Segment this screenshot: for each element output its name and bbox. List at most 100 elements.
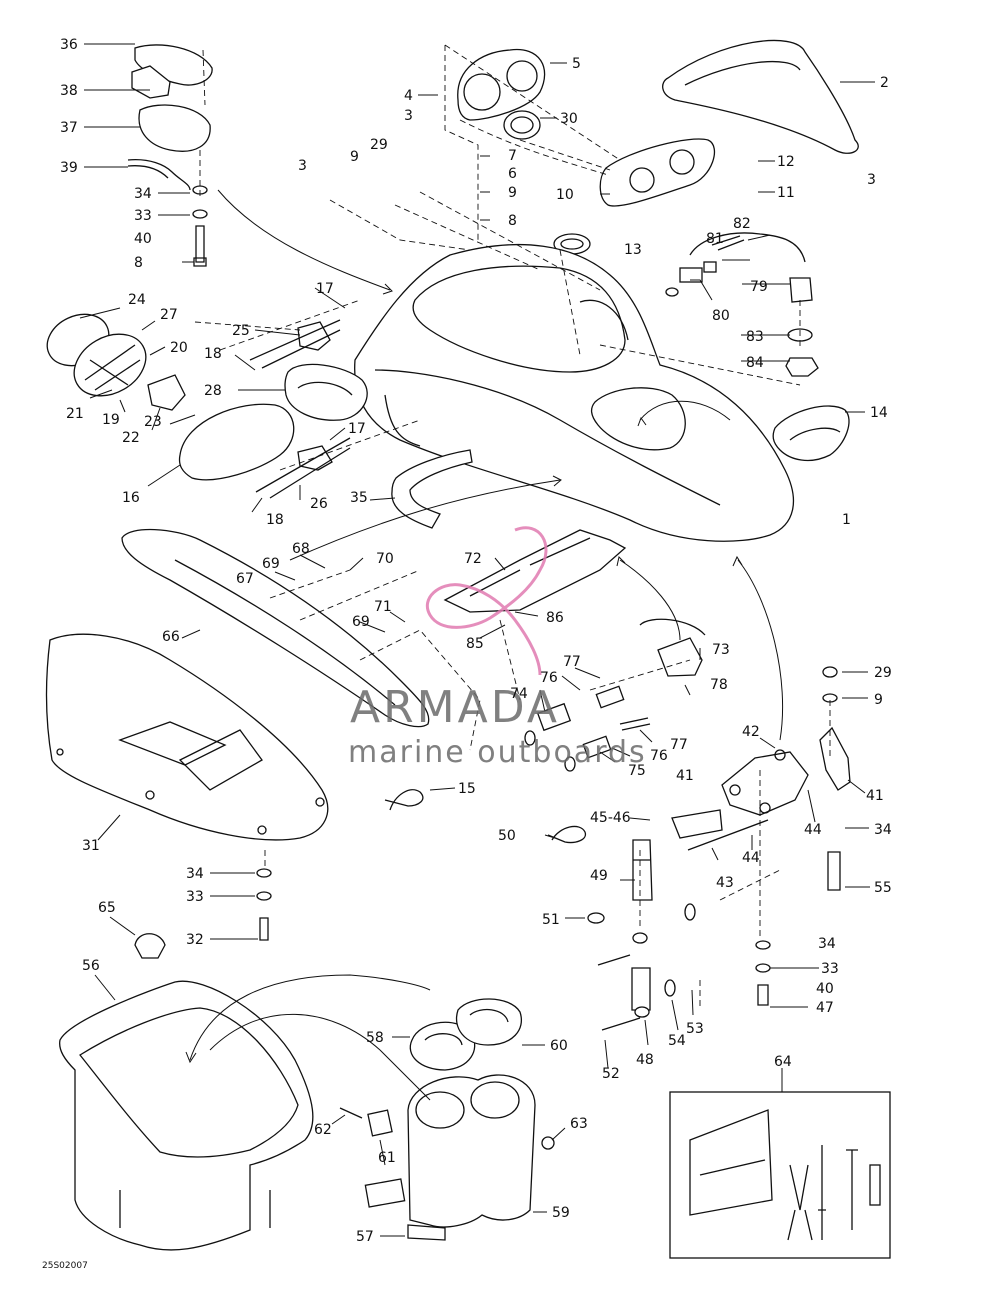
callout-44b: 44 bbox=[742, 850, 760, 866]
callout-22: 22 bbox=[122, 430, 140, 446]
callout-28: 28 bbox=[204, 383, 222, 399]
callout-29b: 29 bbox=[874, 665, 892, 681]
callout-50: 50 bbox=[498, 828, 516, 844]
callout-42: 42 bbox=[742, 724, 760, 740]
part-strap bbox=[127, 159, 191, 191]
callout-51: 51 bbox=[542, 912, 560, 928]
callout-59: 59 bbox=[552, 1205, 570, 1221]
part-steering-bracket bbox=[721, 751, 809, 816]
callout-35: 35 bbox=[350, 490, 368, 506]
callout-60: 60 bbox=[550, 1038, 568, 1054]
callout-27: 27 bbox=[160, 307, 178, 323]
part-seal-60 bbox=[455, 998, 522, 1046]
assembly-arrows bbox=[185, 189, 784, 1101]
callout-69b: 69 bbox=[352, 614, 370, 630]
callout-66: 66 bbox=[162, 629, 180, 645]
callout-81: 81 bbox=[706, 231, 724, 247]
part-face-plate bbox=[599, 138, 716, 207]
part-label-61 bbox=[367, 1109, 393, 1137]
callout-14: 14 bbox=[870, 405, 888, 421]
part-washer-63 bbox=[541, 1136, 555, 1150]
part-vent-cover bbox=[772, 405, 850, 462]
part-rivet-62 bbox=[339, 1107, 363, 1119]
callout-47: 47 bbox=[816, 1000, 834, 1016]
part-pliers bbox=[787, 1164, 813, 1241]
part-hose bbox=[391, 449, 473, 529]
callout-5: 5 bbox=[572, 56, 581, 72]
callout-34b: 34 bbox=[874, 822, 892, 838]
part-lower-cover bbox=[45, 633, 329, 841]
callout-80: 80 bbox=[712, 308, 730, 324]
callout-33b: 33 bbox=[821, 961, 839, 977]
callout-9: 9 bbox=[508, 185, 517, 201]
callout-76b: 76 bbox=[650, 748, 668, 764]
callout-10: 10 bbox=[556, 187, 574, 203]
callout-83: 83 bbox=[746, 329, 764, 345]
callout-55: 55 bbox=[874, 880, 892, 896]
part-arm-41 bbox=[819, 726, 851, 791]
callout-21: 21 bbox=[66, 406, 84, 422]
part-windshield-cover bbox=[662, 39, 859, 154]
callout-33c: 33 bbox=[186, 889, 204, 905]
callout-49: 49 bbox=[590, 868, 608, 884]
part-mirror-lower bbox=[178, 403, 295, 481]
part-tool-bag bbox=[689, 1109, 773, 1216]
callout-3b: 3 bbox=[298, 158, 307, 174]
part-bracket-base bbox=[138, 104, 211, 152]
callout-labels: 36 38 37 39 34 33 40 8 4 3 5 30 7 6 9 8 … bbox=[60, 37, 892, 1245]
callout-37: 37 bbox=[60, 120, 78, 136]
callout-34d: 34 bbox=[186, 866, 204, 882]
callout-53: 53 bbox=[686, 1021, 704, 1037]
callout-7: 7 bbox=[508, 148, 517, 164]
callout-77b: 77 bbox=[670, 737, 688, 753]
callout-41b: 41 bbox=[866, 788, 884, 804]
part-label-57 bbox=[364, 1178, 406, 1208]
callout-78: 78 bbox=[710, 677, 728, 693]
callout-79: 79 bbox=[750, 279, 768, 295]
part-module bbox=[657, 637, 703, 677]
watermark-logo-mark bbox=[425, 526, 548, 676]
callout-31: 31 bbox=[82, 838, 100, 854]
callout-69: 69 bbox=[262, 556, 280, 572]
callout-86: 86 bbox=[546, 610, 564, 626]
part-main-cowl bbox=[354, 243, 795, 542]
callout-73: 73 bbox=[712, 642, 730, 658]
callout-38: 38 bbox=[60, 83, 78, 99]
callout-29: 29 bbox=[370, 137, 388, 153]
callout-17b: 17 bbox=[348, 421, 366, 437]
callout-57: 57 bbox=[356, 1229, 374, 1245]
callout-63: 63 bbox=[570, 1116, 588, 1132]
callout-74: 74 bbox=[510, 686, 528, 702]
callout-61: 61 bbox=[378, 1150, 396, 1166]
callout-2: 2 bbox=[880, 75, 889, 91]
part-connector-block bbox=[536, 702, 572, 732]
callout-71: 71 bbox=[374, 599, 392, 615]
callout-8: 8 bbox=[134, 255, 143, 271]
part-sensor-wire bbox=[689, 232, 806, 263]
callout-9c: 9 bbox=[874, 692, 883, 708]
callout-52: 52 bbox=[602, 1066, 620, 1082]
callout-32: 32 bbox=[186, 932, 204, 948]
callout-84: 84 bbox=[746, 355, 764, 371]
callout-17: 17 bbox=[316, 281, 334, 297]
diagram-code: 25S02007 bbox=[42, 1261, 88, 1271]
callout-65: 65 bbox=[98, 900, 116, 916]
watermark-brand: ARMADA bbox=[350, 682, 560, 733]
callout-12: 12 bbox=[777, 154, 795, 170]
callout-3: 3 bbox=[404, 108, 413, 124]
part-storage-bin bbox=[59, 980, 314, 1251]
part-mirror-upper bbox=[284, 363, 368, 421]
part-arm-43 bbox=[671, 809, 723, 839]
assembly-lines bbox=[194, 44, 831, 1010]
part-mirror-bracket bbox=[297, 321, 331, 351]
callout-48: 48 bbox=[636, 1052, 654, 1068]
callout-41: 41 bbox=[676, 768, 694, 784]
part-plug bbox=[134, 933, 166, 959]
watermark-logo: ARMADA marine outboards bbox=[348, 526, 645, 770]
callout-33: 33 bbox=[134, 208, 152, 224]
callout-15: 15 bbox=[458, 781, 476, 797]
callout-6: 6 bbox=[508, 166, 517, 182]
callout-30: 30 bbox=[560, 111, 578, 127]
leader-lines bbox=[79, 43, 875, 1237]
